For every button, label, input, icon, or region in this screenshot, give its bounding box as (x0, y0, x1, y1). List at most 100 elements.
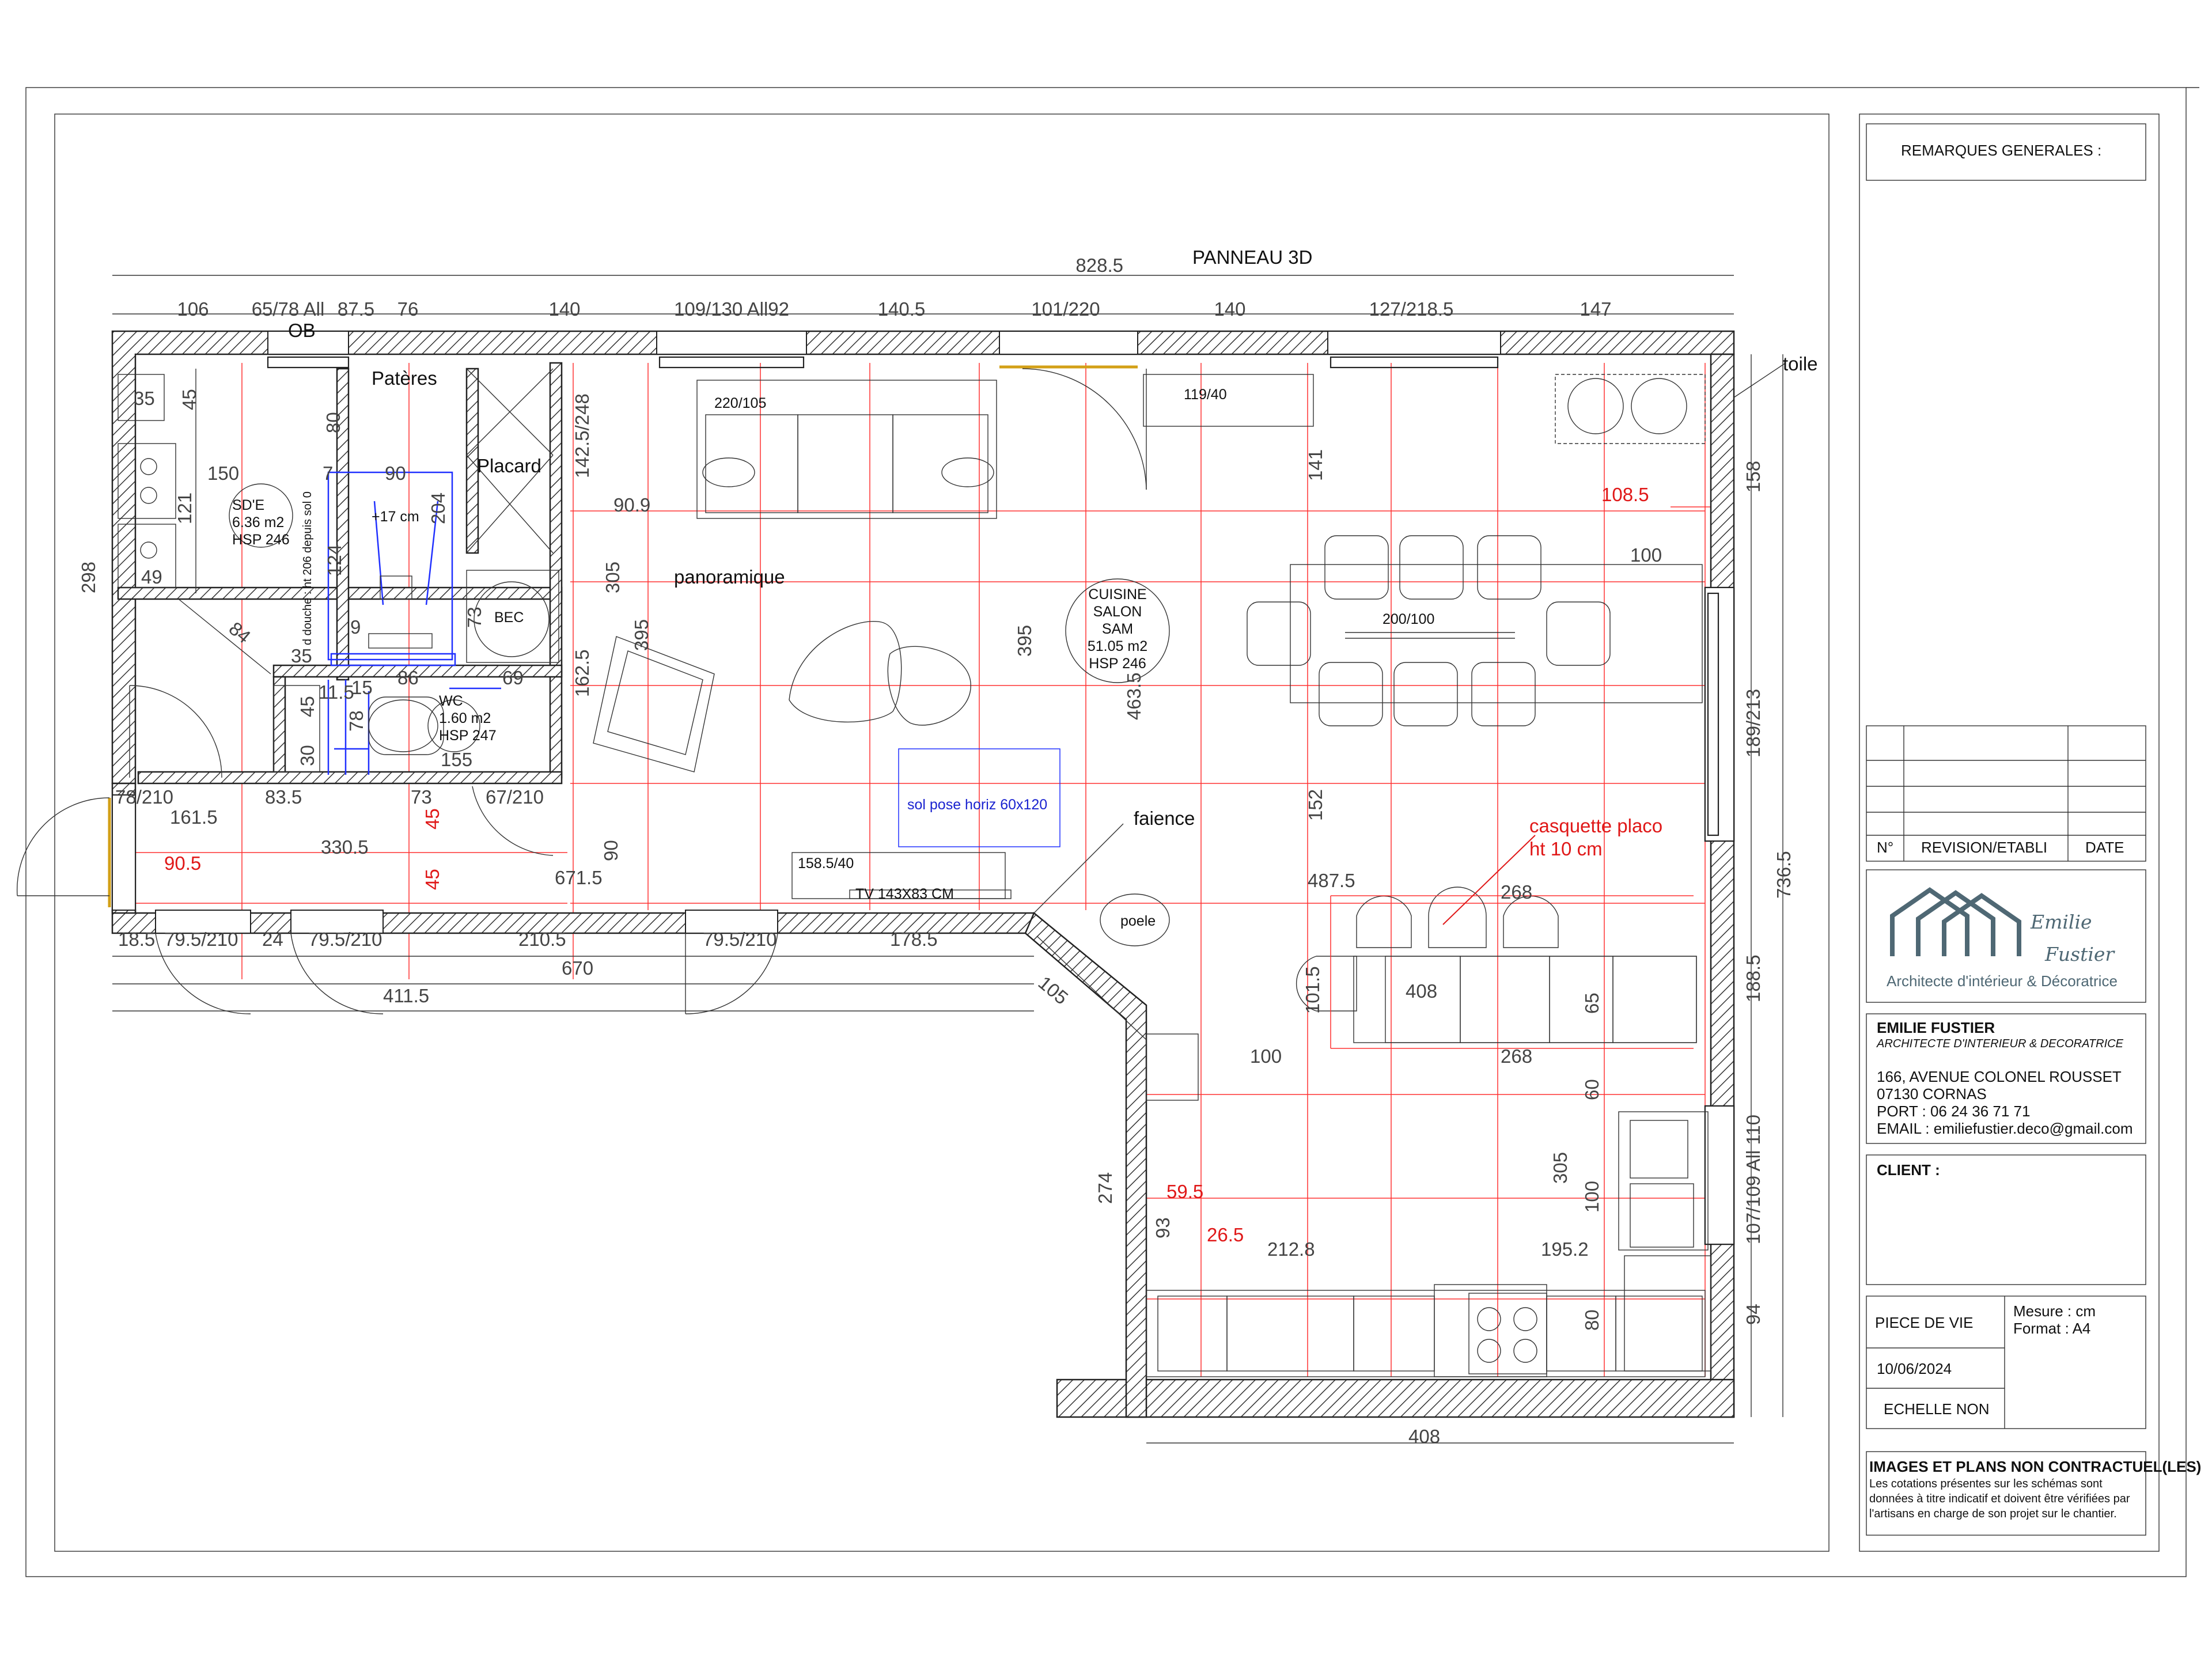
dim-80b: 80 (1581, 1309, 1603, 1331)
dim-395b: 395 (1014, 625, 1035, 657)
dim-268a: 268 (1501, 881, 1532, 903)
dim-35b: 35 (291, 645, 312, 666)
dim-24: 24 (262, 929, 283, 950)
dim-188-5: 188.5 (1743, 955, 1764, 1002)
main-room-area: 51.05 m2 (1088, 638, 1147, 654)
dim-212-8: 212.8 (1267, 1238, 1315, 1260)
dim-90b: 90 (600, 840, 622, 861)
dim-298: 298 (78, 562, 99, 593)
dim-94: 94 (1743, 1304, 1764, 1325)
top-dim-2: 65/78 All (252, 298, 325, 320)
dim-121: 121 (174, 493, 195, 524)
bench-size: 119/40 (1184, 387, 1227, 403)
dim-408b: 408 (1408, 1426, 1440, 1447)
dim-79-5-a: 79.5/210 (164, 929, 238, 950)
dim-195-2: 195.2 (1541, 1238, 1589, 1260)
top-dim-11: 147 (1580, 298, 1611, 320)
shower-vertical-note: d douche : ht 206 depuis sol 0 (301, 491, 314, 645)
poele-label: poele (1120, 913, 1156, 929)
address-2: 07130 CORNAS (1877, 1085, 1987, 1103)
client-label: CLIENT : (1877, 1161, 1940, 1179)
dim-670: 670 (562, 957, 593, 979)
dim-152: 152 (1305, 789, 1326, 821)
main-room-name-1: CUISINE (1088, 586, 1146, 603)
dim-45b: 45 (297, 696, 318, 717)
dim-79-5-c: 79.5/210 (703, 929, 777, 950)
dim-101-5: 101.5 (1302, 966, 1323, 1014)
top-dim-4: 76 (397, 298, 419, 320)
living-furniture (593, 374, 1706, 946)
ob-label: OB (288, 320, 316, 341)
address-1: 166, AVENUE COLONEL ROUSSET (1877, 1068, 2122, 1085)
outer-frame (25, 87, 2187, 1577)
disclaimer-title: IMAGES ET PLANS NON CONTRACTUEL(LES) (1869, 1458, 2201, 1475)
top-dim-7: 140.5 (878, 298, 926, 320)
top-dim-3: 87.5 (338, 298, 374, 320)
dim-69: 69 (502, 667, 524, 688)
logo-name-2: Fustier (2044, 943, 2115, 965)
dim-45a: 45 (179, 389, 200, 410)
dim-90-9: 90.9 (613, 494, 650, 516)
red-grid (118, 363, 1719, 1377)
dim-330-5: 330.5 (321, 836, 369, 858)
placard-label: Placard (477, 455, 541, 476)
tv-unit-size: 158.5/40 (798, 855, 854, 872)
format-label: Format : A4 (2013, 1320, 2090, 1337)
revision-date: DATE (2085, 839, 2124, 856)
dim-178-5: 178.5 (890, 929, 938, 950)
disclaimer-line-1: Les cotations présentes sur les schémas … (1869, 1478, 2103, 1490)
top-dim-6: 109/130 All92 (674, 298, 789, 320)
dim-305a: 305 (602, 562, 623, 593)
dim-90-5: 90.5 (164, 853, 201, 874)
top-dim-10: 127/218.5 (1369, 298, 1454, 320)
dim-124: 124 (324, 544, 345, 576)
dim-107: 107/109 All 110 (1743, 1115, 1764, 1244)
shower-note: +17 cm (372, 509, 419, 525)
mesure-label: Mesure : cm (2013, 1302, 2096, 1320)
dim-158: 158 (1743, 461, 1764, 493)
piece-label: PIECE DE VIE (1875, 1314, 1974, 1331)
dim-45-red-1: 45 (422, 808, 443, 830)
dim-305b: 305 (1550, 1152, 1571, 1184)
title-block (1866, 123, 2146, 1536)
sol-pose-note: sol pose horiz 60x120 (907, 797, 1047, 813)
disclaimer-line-3: l'artisans en charge de son projet sur l… (1869, 1508, 2117, 1520)
wc-area: 1.60 m2 (439, 710, 491, 726)
dim-189: 189/213 (1743, 689, 1764, 757)
dim-100b: 100 (1250, 1046, 1282, 1067)
casquette-note-1: casquette placo (1529, 815, 1662, 836)
table-size: 200/100 (1382, 611, 1434, 627)
panoramique-label: panoramique (674, 566, 785, 588)
dim-736-5: 736.5 (1773, 851, 1794, 899)
sde-hsp: HSP 246 (232, 532, 290, 548)
casquette-note-2: ht 10 cm (1529, 838, 1603, 859)
dim-463-5: 463.5 (1123, 672, 1145, 720)
dim-150: 150 (207, 463, 239, 484)
dim-73b: 73 (411, 786, 432, 808)
dim-141: 141 (1305, 449, 1326, 481)
disclaimer-line-2: données à titre indicatif et doivent êtr… (1869, 1493, 2130, 1505)
top-dim-1: 106 (177, 298, 209, 320)
faience-label: faience (1134, 808, 1195, 829)
toile-label: toile (1783, 353, 1818, 374)
dim-84: 84 (225, 618, 255, 647)
logo-tagline: Architecte d'intérieur & Décoratrice (1887, 972, 2118, 990)
overall-width: 828.5 (1075, 255, 1123, 276)
dim-274: 274 (1094, 1172, 1116, 1204)
dim-108-5: 108.5 (1601, 484, 1649, 505)
panneau-3d-label: PANNEAU 3D (1192, 247, 1312, 268)
bec-label: BEC (494, 609, 524, 626)
company-sub: ARCHITECTE D'INTERIEUR & DECORATRICE (1876, 1037, 2124, 1050)
main-room-name-2: SALON (1093, 604, 1142, 620)
top-dim-9: 140 (1214, 298, 1245, 320)
dim-18-5: 18.5 (118, 929, 155, 950)
dim-395a: 395 (631, 619, 652, 651)
shower-area (327, 471, 501, 775)
plan-frame (54, 113, 1830, 1552)
dim-100c: 100 (1581, 1181, 1603, 1213)
revision-no: N° (1877, 839, 1893, 856)
title-block-frame (1859, 113, 2160, 1552)
dim-100a: 100 (1630, 544, 1662, 566)
